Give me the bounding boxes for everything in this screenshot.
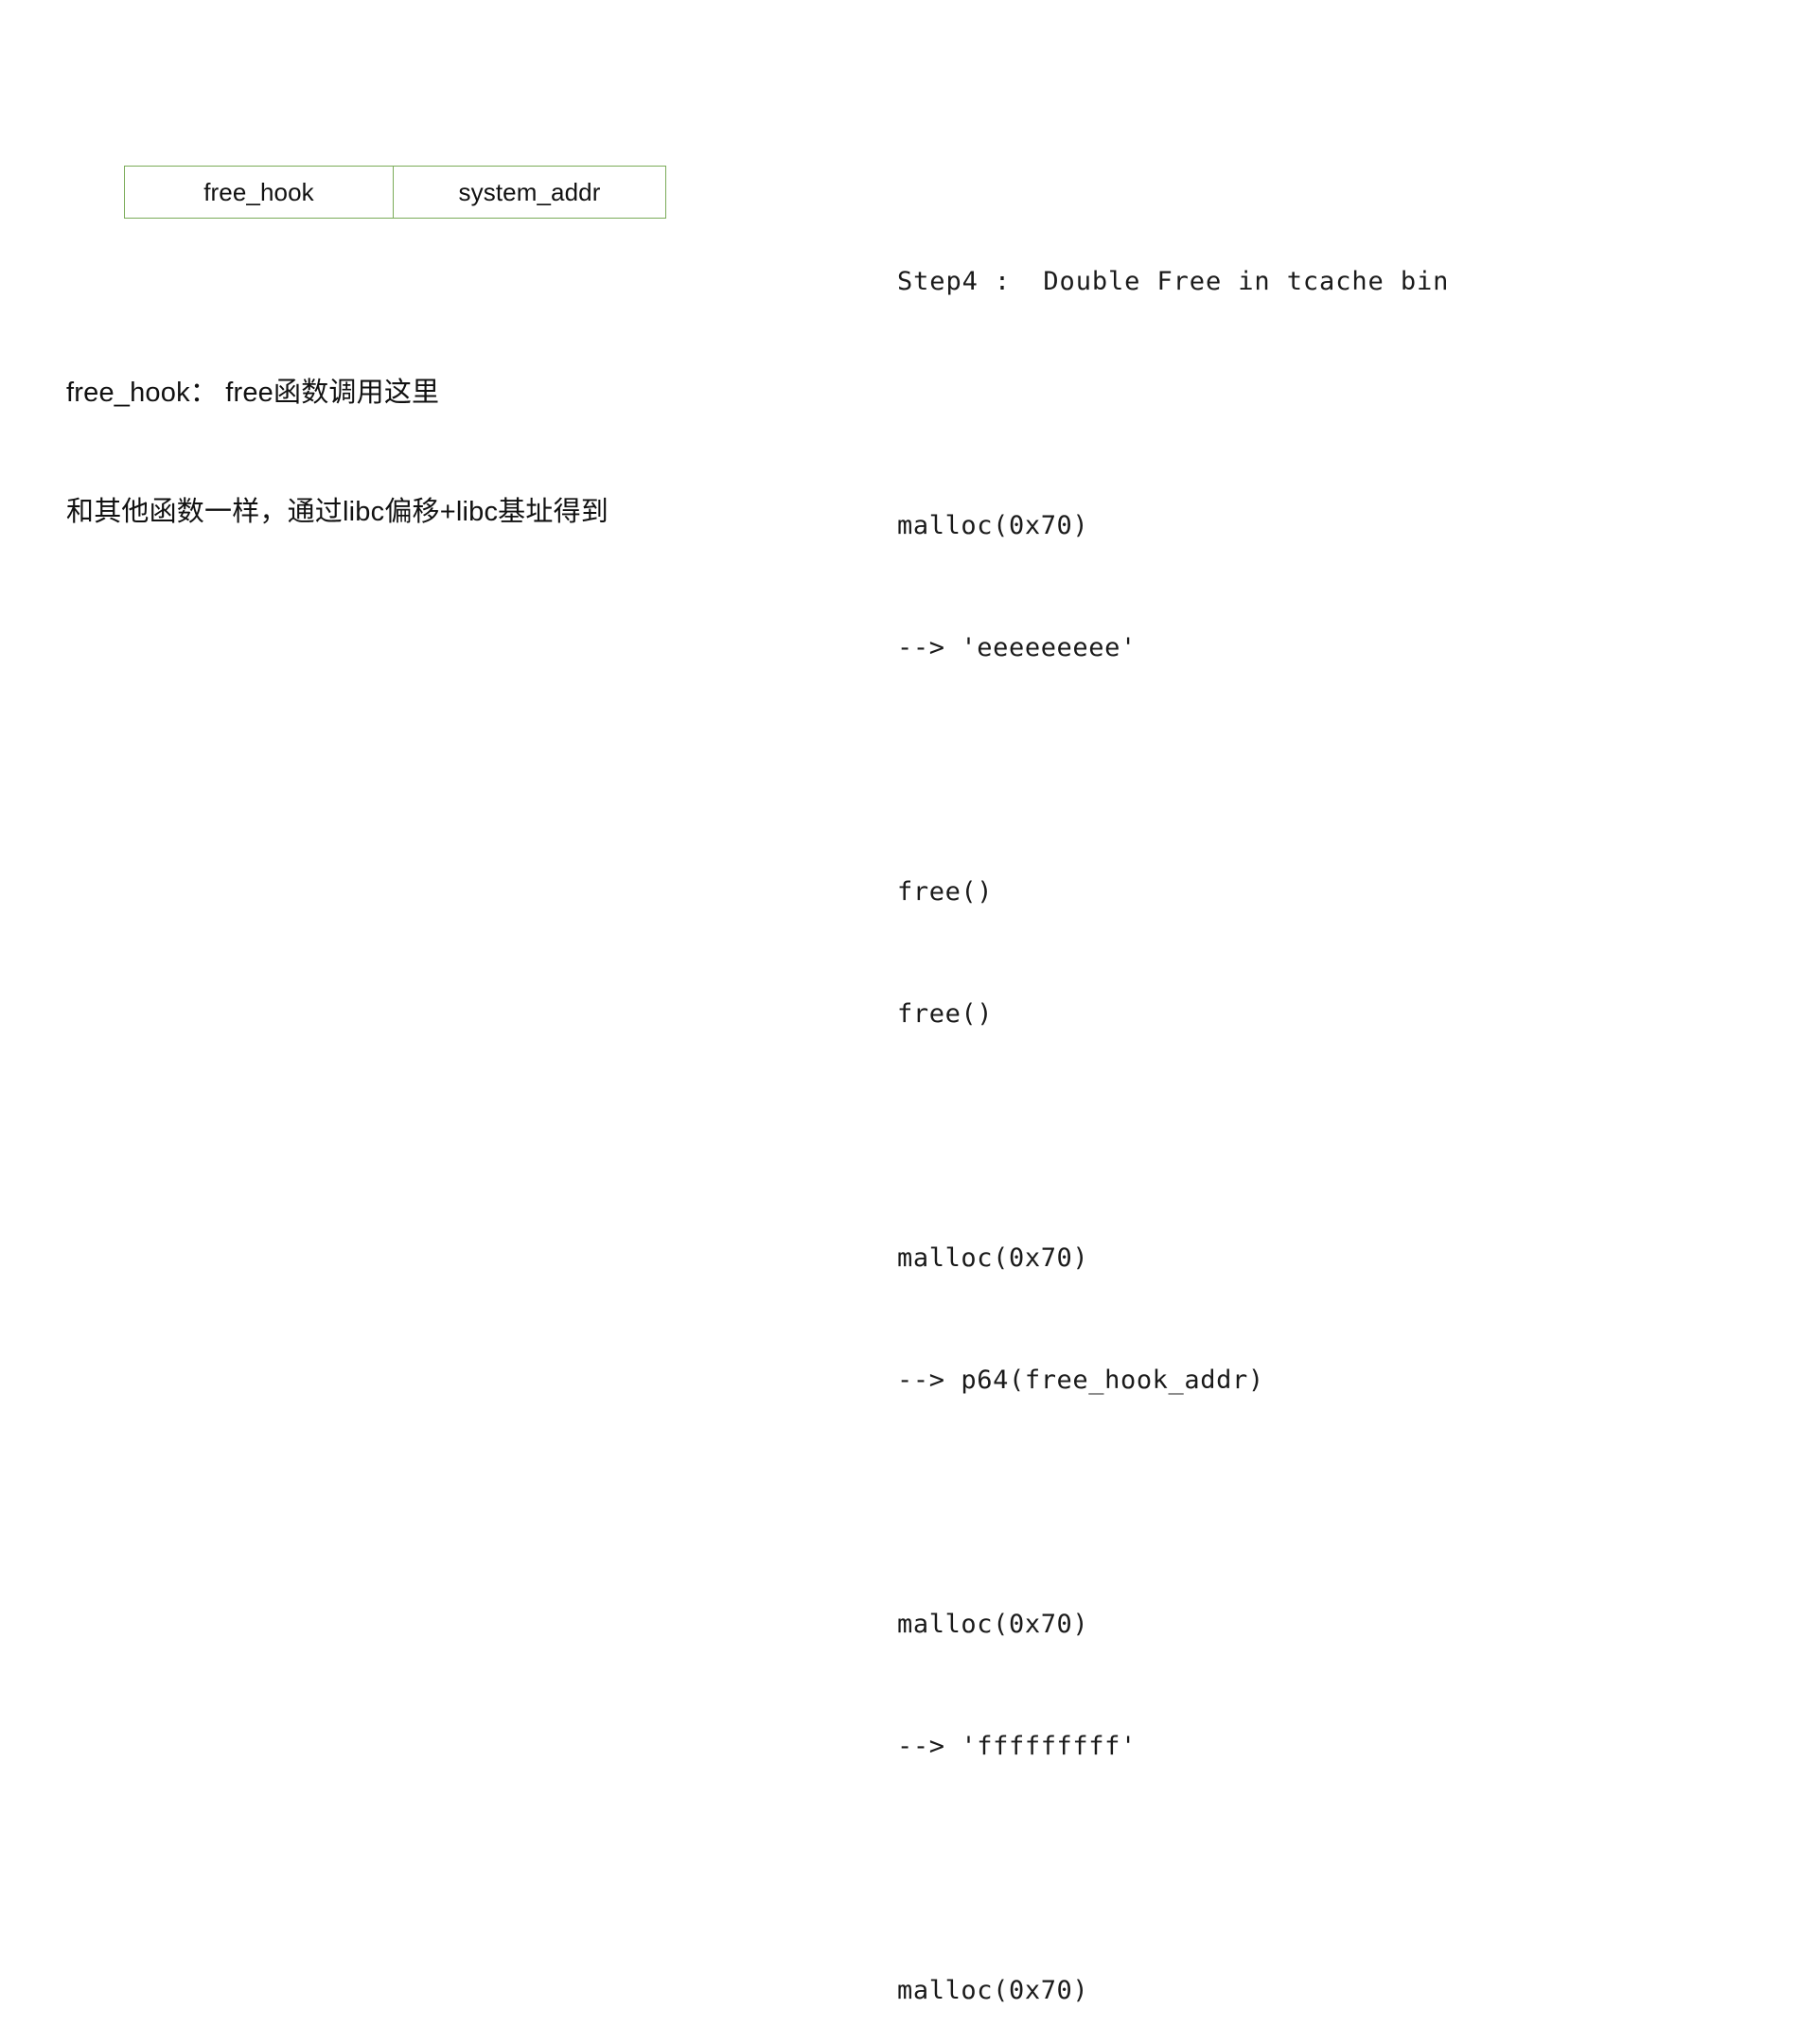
code-line-malloc-1: malloc(0x70) [897, 511, 1089, 540]
code-line-payload-f: --> 'fffffffff' [897, 1732, 1137, 1761]
code-listing: Step4 : Double Free in tcache bin malloc… [897, 180, 1711, 2044]
code-line-free-2: free() [897, 999, 994, 1029]
code-line-heading: Step4 : Double Free in tcache bin [897, 267, 1450, 296]
memory-layout-table: free_hook system_addr [124, 166, 666, 219]
table-cell-free-hook: free_hook [124, 166, 394, 219]
code-line-malloc-4: malloc(0x70) [897, 1976, 1089, 2005]
code-line-malloc-2: malloc(0x70) [897, 1243, 1089, 1273]
code-line-blank-1 [897, 383, 1711, 424]
left-column: free_hook system_addr free_hook： free函数调… [0, 0, 852, 1022]
code-line-malloc-3: malloc(0x70) [897, 1610, 1089, 1639]
code-line-blank-5 [897, 1848, 1711, 1889]
free-hook-note: free_hook： free函数调用这里 和其他函数一样，通过libc偏移+l… [66, 293, 609, 611]
table-row: free_hook system_addr [124, 166, 666, 219]
note-line-1: free_hook： free函数调用这里 [66, 378, 440, 409]
code-line-payload-e: --> 'eeeeeeeee' [897, 633, 1137, 662]
code-line-free-1: free() [897, 877, 994, 907]
code-line-blank-2 [897, 749, 1711, 790]
code-line-blank-4 [897, 1482, 1711, 1523]
code-line-blank-3 [897, 1116, 1711, 1156]
note-line-2: 和其他函数一样，通过libc偏移+libc基址得到 [66, 497, 609, 528]
code-line-payload-hook: --> p64(free_hook_addr) [897, 1366, 1264, 1395]
table-cell-system-addr: system_addr [393, 166, 666, 219]
